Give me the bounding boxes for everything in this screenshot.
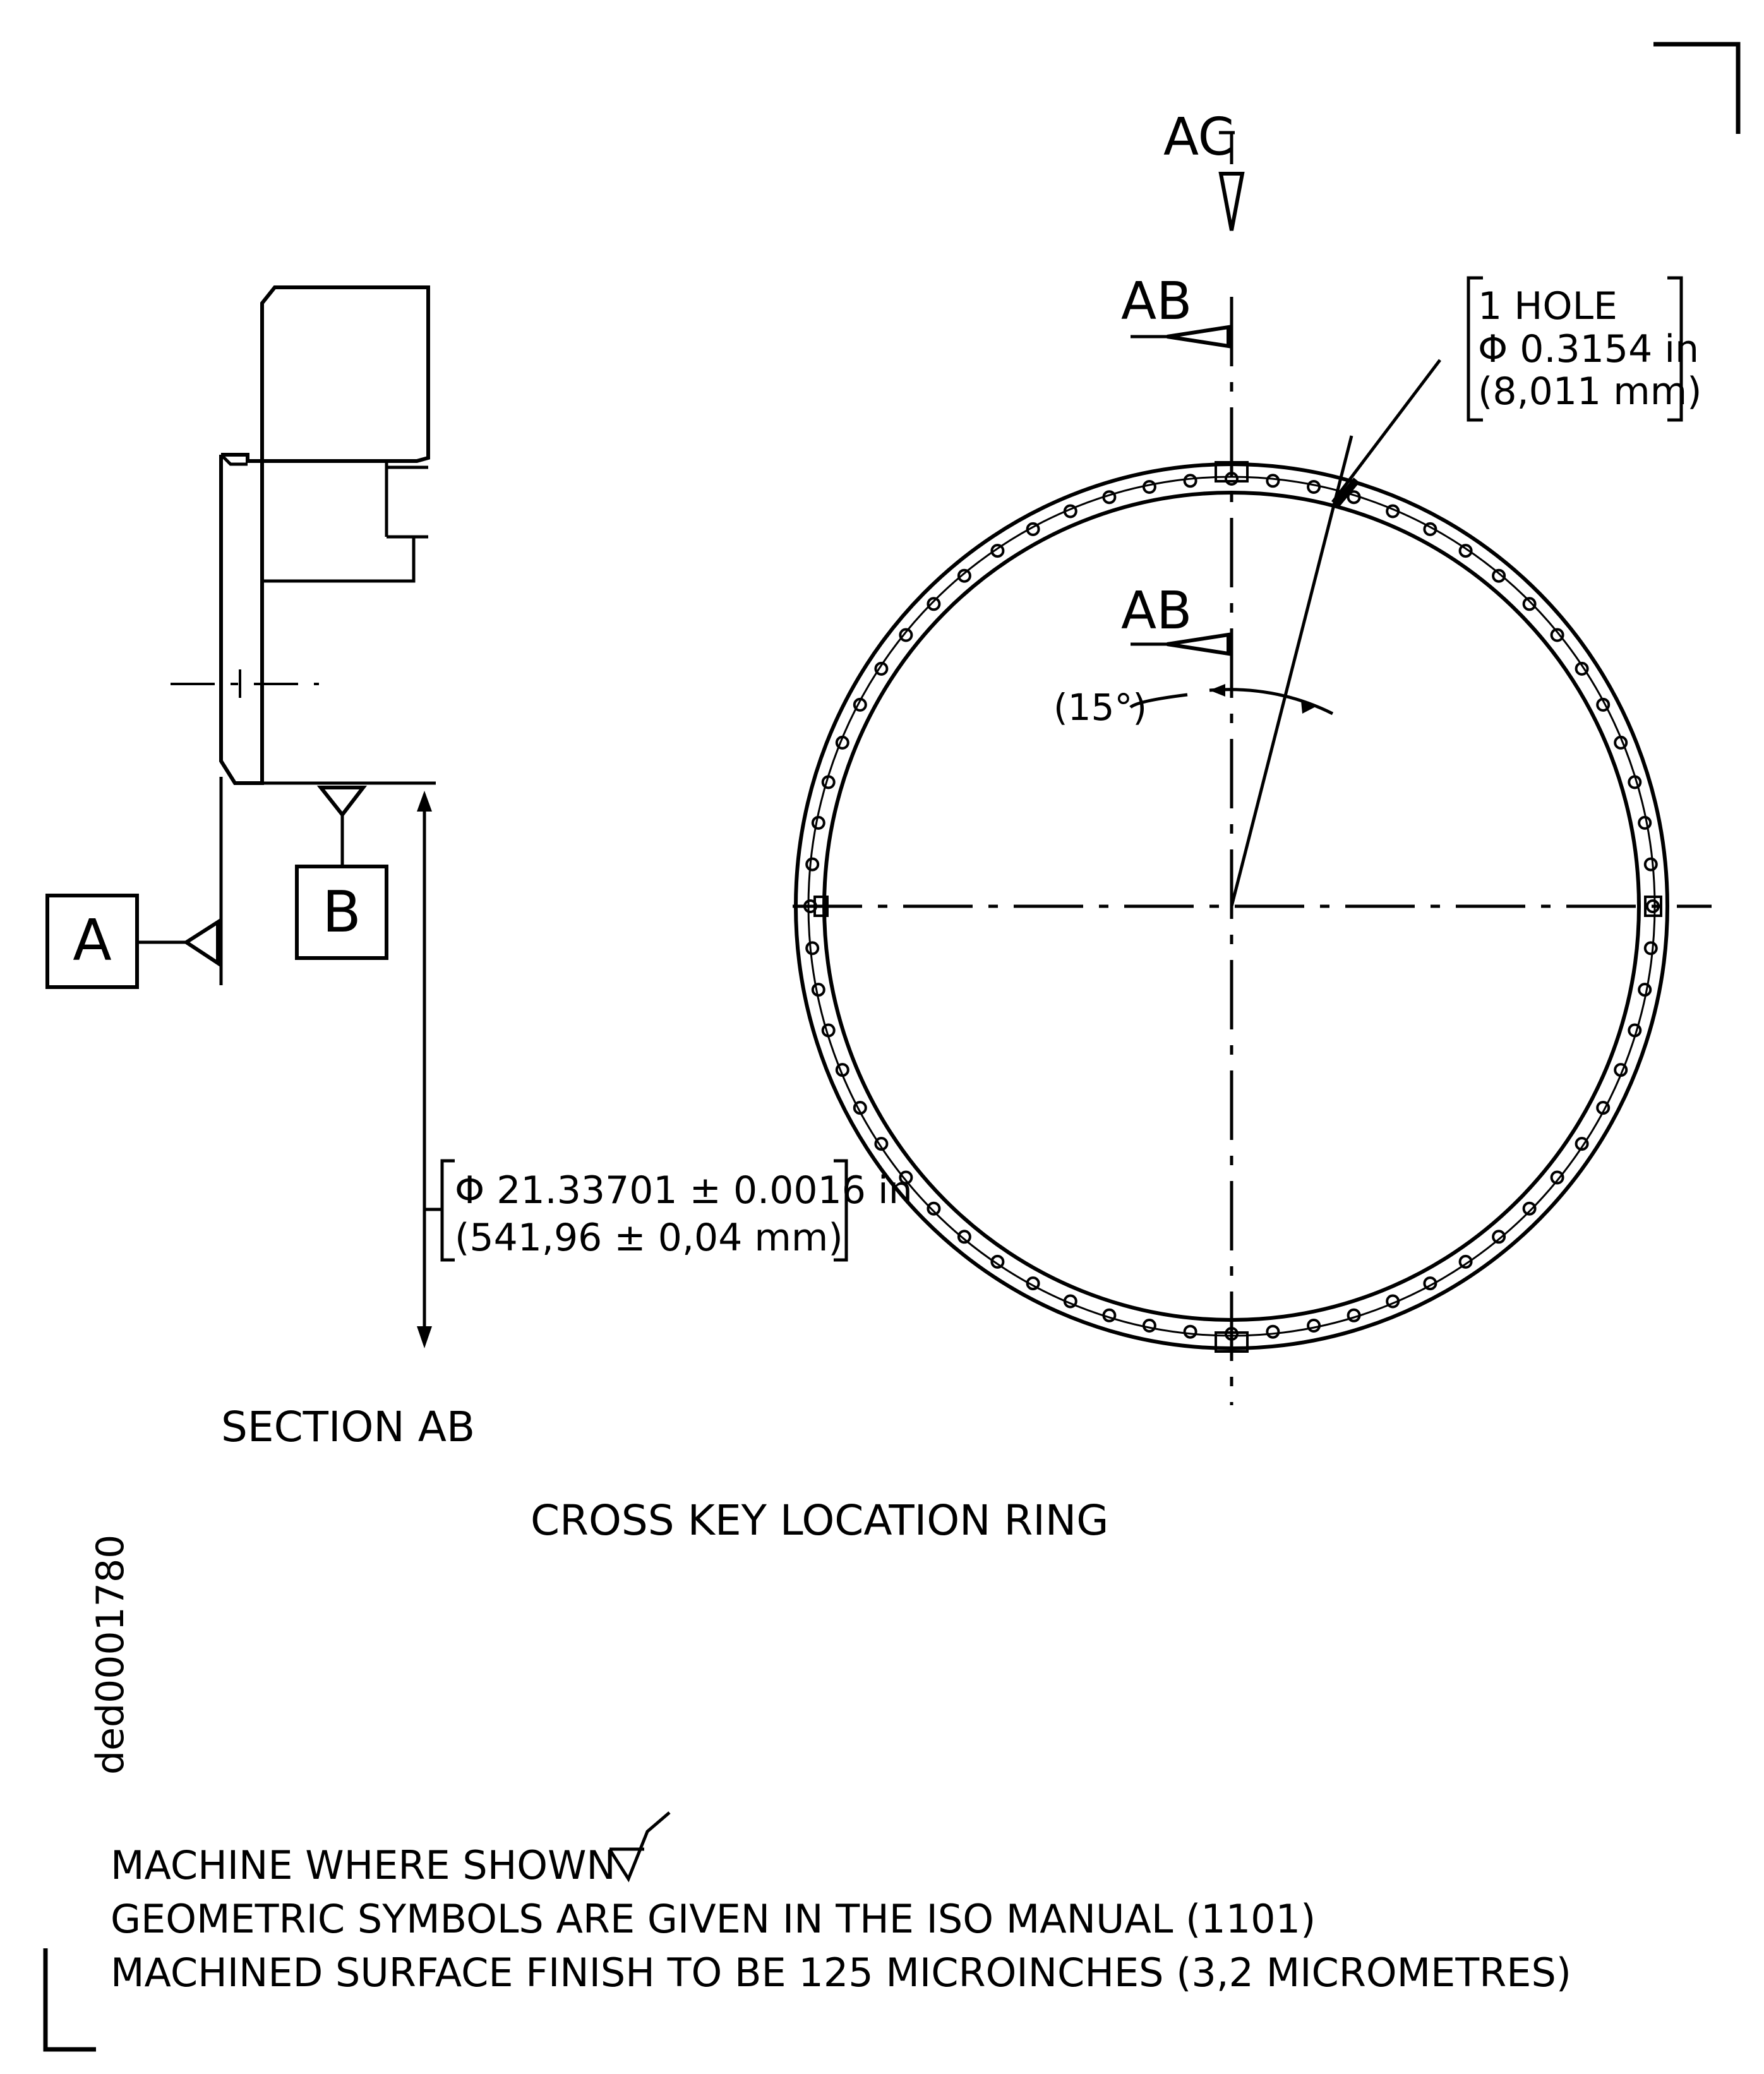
section-marker-ac: AC	[1163, 107, 1245, 231]
drawing-title: CROSS KEY LOCATION RING	[531, 1496, 1108, 1545]
note-1: MACHINE WHERE SHOWN	[111, 1842, 616, 1888]
bolt-hole	[1183, 474, 1197, 488]
bolt-hole	[1522, 1201, 1537, 1216]
bolt-hole	[1142, 1319, 1156, 1333]
bolt-hole	[1458, 1254, 1473, 1269]
bolt-hole	[835, 1063, 849, 1077]
hole-callout-line1: 1 HOLE	[1478, 284, 1617, 328]
bolt-hole	[1266, 474, 1280, 488]
angle-arc	[1209, 688, 1334, 716]
bolt-hole	[811, 983, 825, 997]
bolt-hole	[1575, 1137, 1589, 1151]
bolt-hole	[803, 899, 817, 913]
bolt-hole	[1614, 735, 1628, 750]
hole-callout-line3: (8,011 mm)	[1478, 369, 1702, 414]
bolt-hole	[1550, 1170, 1564, 1185]
bolt-hole	[957, 568, 971, 583]
bolt-hole	[1183, 1324, 1197, 1339]
note-2: GEOMETRIC SYMBOLS ARE GIVEN IN THE ISO M…	[111, 1896, 1316, 1942]
bolt-hole	[957, 1230, 971, 1244]
bolt-hole	[1142, 480, 1156, 494]
section-marker-ab-top: AB	[1121, 272, 1230, 349]
bolt-hole	[1102, 490, 1117, 505]
bolt-hole	[811, 815, 825, 830]
bolt-hole	[1423, 1276, 1437, 1291]
bolt-hole	[1596, 697, 1611, 712]
bolt-hole	[853, 1101, 867, 1115]
note-3: MACHINED SURFACE FINISH TO BE 125 MICROI…	[111, 1950, 1571, 1996]
bolt-hole	[1063, 1294, 1077, 1309]
bolt-hole	[1614, 1063, 1628, 1077]
frame-corner-top-right	[1653, 42, 1741, 134]
bolt-hole	[1638, 815, 1652, 830]
bolt-hole	[1638, 983, 1652, 997]
bolt-hole	[990, 544, 1005, 558]
marker-ac-label: AC	[1163, 107, 1234, 167]
bolt-hole	[927, 597, 941, 611]
section-title: SECTION AB	[221, 1403, 475, 1451]
bolt-hole	[1643, 941, 1658, 956]
bolt-hole	[899, 1170, 913, 1185]
bolt-hole	[1575, 661, 1589, 676]
bolt-hole	[1347, 1308, 1361, 1322]
bolt-hole	[1550, 628, 1564, 642]
bolt-hole	[805, 941, 820, 956]
bolt-hole	[805, 857, 820, 872]
diameter-dimension: Φ 21.33701 ± 0.0016 in (541,96 ± 0,04 mm…	[417, 791, 913, 1348]
bolt-hole	[1063, 504, 1077, 518]
bolt-hole	[821, 1023, 836, 1038]
bolt-hole	[874, 1137, 889, 1151]
datum-a-symbol: A	[45, 894, 220, 989]
bolt-hole	[927, 1201, 941, 1216]
datum-b-symbol: B	[295, 786, 388, 960]
bolt-hole	[1225, 472, 1239, 486]
diameter-callout-line2: (541,96 ± 0,04 mm)	[455, 1216, 843, 1260]
bolt-hole	[1646, 899, 1660, 913]
bolt-hole	[835, 735, 849, 750]
bolt-hole	[1643, 857, 1658, 872]
bolt-hole	[1225, 1327, 1239, 1341]
bolt-hole	[853, 697, 867, 712]
bolt-hole	[990, 1254, 1005, 1269]
bolt-hole	[1307, 1319, 1321, 1333]
bolt-hole	[1266, 1324, 1280, 1339]
machining-symbol-icon	[608, 1811, 671, 1883]
section-ab-view	[171, 285, 436, 985]
bolt-hole	[1347, 490, 1361, 505]
hole-radial-line	[1230, 435, 1353, 907]
frame-corner-bottom-left	[43, 1948, 96, 2052]
reference-id: ded0001780	[88, 1535, 133, 1775]
bolt-hole	[1596, 1101, 1611, 1115]
bolt-hole	[899, 628, 913, 642]
bolt-hole	[1386, 1294, 1400, 1309]
bolt-hole	[1628, 775, 1642, 789]
bolt-hole	[1307, 480, 1321, 494]
marker-ab-mid-label: AB	[1121, 581, 1192, 641]
bolt-hole	[1102, 1308, 1117, 1322]
bolt-hole	[1522, 597, 1537, 611]
datum-a-label: A	[73, 908, 112, 974]
bolt-hole	[1492, 568, 1506, 583]
bolt-hole	[1628, 1023, 1642, 1038]
hole-leader	[1331, 359, 1441, 503]
bolt-hole	[1026, 1276, 1040, 1291]
diameter-callout-line1: Φ 21.33701 ± 0.0016 in	[455, 1168, 913, 1213]
marker-ab-top-label: AB	[1121, 272, 1192, 332]
general-notes: MACHINE WHERE SHOWN GEOMETRIC SYMBOLS AR…	[111, 1811, 1571, 1996]
section-profile	[219, 285, 430, 785]
bolt-hole-pattern	[803, 472, 1660, 1341]
hole-callout-line2: Φ 0.3154 in	[1478, 327, 1699, 371]
bolt-hole	[1458, 544, 1473, 558]
bolt-hole	[874, 661, 889, 676]
section-marker-ab-mid: AB	[1121, 581, 1230, 656]
bolt-hole	[821, 775, 836, 789]
ring-plan-view: (15°) 1 HOLE Φ 0.3154 in (8,011 mm)	[793, 276, 1712, 1405]
angle-label: (15°)	[1053, 686, 1147, 729]
bolt-hole	[1386, 504, 1400, 518]
bolt-hole	[1423, 522, 1437, 536]
datum-b-label: B	[322, 879, 361, 945]
bolt-hole	[1026, 522, 1040, 536]
bolt-hole	[1492, 1230, 1506, 1244]
